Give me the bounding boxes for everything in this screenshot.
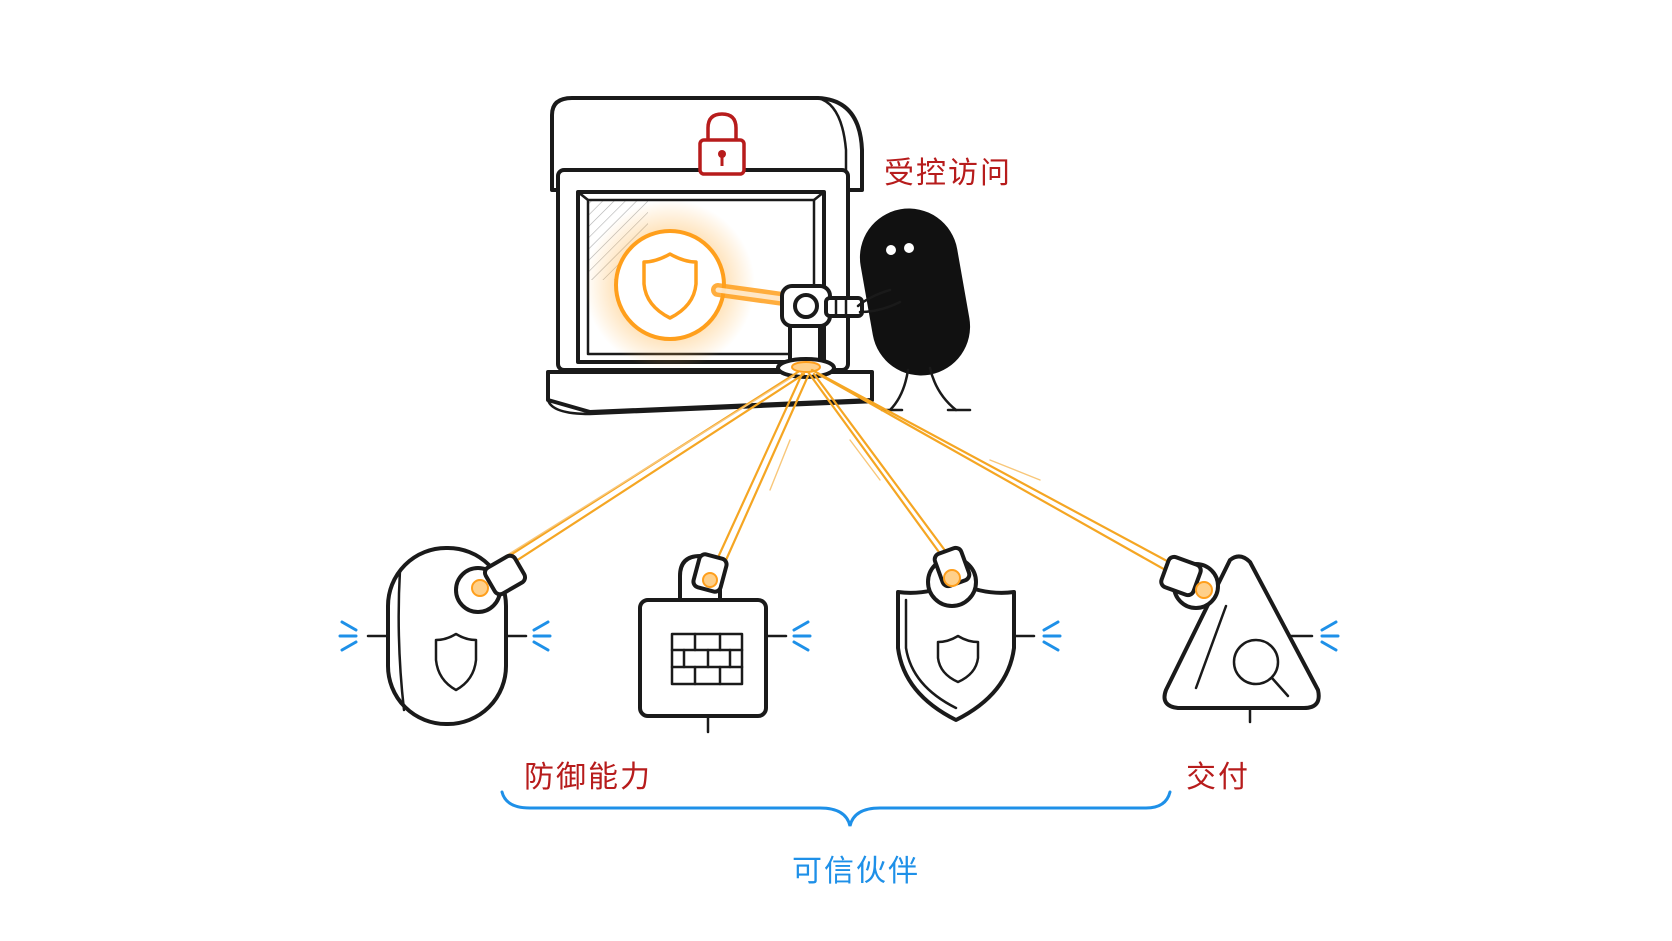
delivery-label: 交付 (1186, 760, 1250, 795)
lock-icon (698, 112, 746, 176)
connection-beams (479, 368, 1182, 580)
figure-character (856, 208, 972, 412)
trusted-partner-label: 可信伙伴 (792, 854, 920, 889)
locked-gateway-icon (546, 96, 874, 416)
signal-marks (338, 620, 1340, 652)
warning-search-icon (1159, 554, 1321, 724)
padlock-shield-icon (386, 546, 528, 726)
glowing-shield-icon (585, 200, 797, 370)
defense-capability-label: 防御能力 (524, 760, 652, 795)
trusted-partner-brace (500, 790, 1172, 827)
firewall-icon (638, 552, 768, 734)
access-lever (776, 284, 864, 379)
shield-icon (896, 545, 1016, 722)
controlled-access-label: 受控访问 (884, 156, 1012, 191)
